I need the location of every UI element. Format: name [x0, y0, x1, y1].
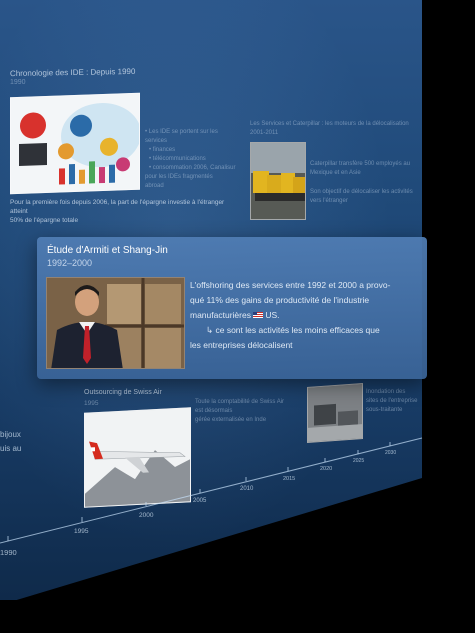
entry-right-text: Inondation des sites de l'entreprise sou… — [366, 389, 418, 413]
featured-entry-card[interactable]: Étude d'Armiti et Shang-Jin 1992–2000 L'… — [37, 237, 427, 379]
swissair-text-line: gérée externalisée en Inde — [195, 417, 267, 423]
ide-infographic-image[interactable] — [10, 92, 140, 195]
featured-line: US. — [265, 310, 280, 320]
entry-swissair-title[interactable]: Outsourcing de Swiss Air — [84, 389, 162, 396]
caterpillar-text-line: Caterpillar transfère 500 employés au Me… — [310, 161, 411, 176]
axis-tick-label: 2000 — [139, 512, 154, 519]
caterpillar-text-line: Son objectif de délocaliser les activité… — [310, 189, 413, 204]
ide-caption-line: Pour la première fois depuis 2006, la pa… — [10, 199, 225, 215]
edge-label: bijoux — [0, 430, 21, 439]
featured-portrait-image[interactable] — [46, 277, 185, 369]
ide-bullet: Les IDE se portent sur les services — [145, 128, 240, 146]
featured-body: L'offshoring des services entre 1992 et … — [190, 278, 422, 353]
caterpillar-image[interactable] — [250, 142, 306, 220]
featured-line: les entreprises délocalisent — [190, 340, 293, 350]
swissair-text-line: Toute la comptabilité de Swiss Air est d… — [195, 399, 285, 414]
entry-swissair-year: 1995 — [84, 400, 99, 407]
featured-line-3: manufacturières US. — [190, 308, 422, 323]
axis-tick-label: 2005 — [193, 498, 207, 504]
entry-ide-caption: Pour la première fois depuis 2006, la pa… — [10, 198, 240, 225]
featured-line: qué 11% des gains de productivité de l'i… — [190, 295, 370, 305]
axis-tick-label: 1995 — [74, 528, 89, 535]
us-flag-icon — [253, 312, 264, 318]
entry-ide-year: 1990 — [10, 79, 26, 86]
ide-caption-line: 50% de l'épargne totale — [10, 217, 79, 224]
flood-image[interactable] — [307, 383, 363, 443]
ide-bullet: télécommunications — [145, 155, 240, 164]
featured-line: manufacturières — [190, 310, 251, 320]
axis-tick-label: 2015 — [283, 476, 296, 482]
featured-years: 1992–2000 — [47, 258, 93, 268]
ide-tail2: abroad — [145, 183, 164, 189]
featured-title: Étude d'Armiti et Shang-Jin — [47, 245, 168, 256]
ide-tail: pour les IDEs fragmentés — [145, 174, 213, 180]
entry-caterpillar-text: Caterpillar transfère 500 employés au Me… — [310, 160, 415, 206]
featured-line: ↳ ce sont les activités les moins effica… — [206, 325, 380, 335]
axis-tick-label: 2020 — [320, 466, 333, 472]
edge-label: uis au — [0, 444, 22, 453]
axis-tick-label: 1990 — [0, 548, 17, 557]
entry-caterpillar-year: 2001-2011 — [250, 130, 279, 136]
entry-swissair-text: Toute la comptabilité de Swiss Air est d… — [195, 398, 285, 425]
entry-caterpillar-title[interactable]: Les Services et Caterpillar : les moteur… — [250, 121, 409, 127]
axis-tick-label: 2025 — [353, 458, 365, 464]
ide-bullet: consommation 2006, Canalisur — [145, 164, 240, 173]
axis-tick-label: 2030 — [385, 450, 397, 456]
featured-line: L'offshoring des services entre 1992 et … — [190, 280, 391, 290]
swissair-plane-image[interactable] — [84, 407, 191, 508]
entry-ide-bullets: Les IDE se portent sur les services fina… — [145, 128, 240, 191]
axis-tick-label: 2010 — [240, 486, 254, 492]
ide-bullet: finances — [145, 146, 240, 155]
